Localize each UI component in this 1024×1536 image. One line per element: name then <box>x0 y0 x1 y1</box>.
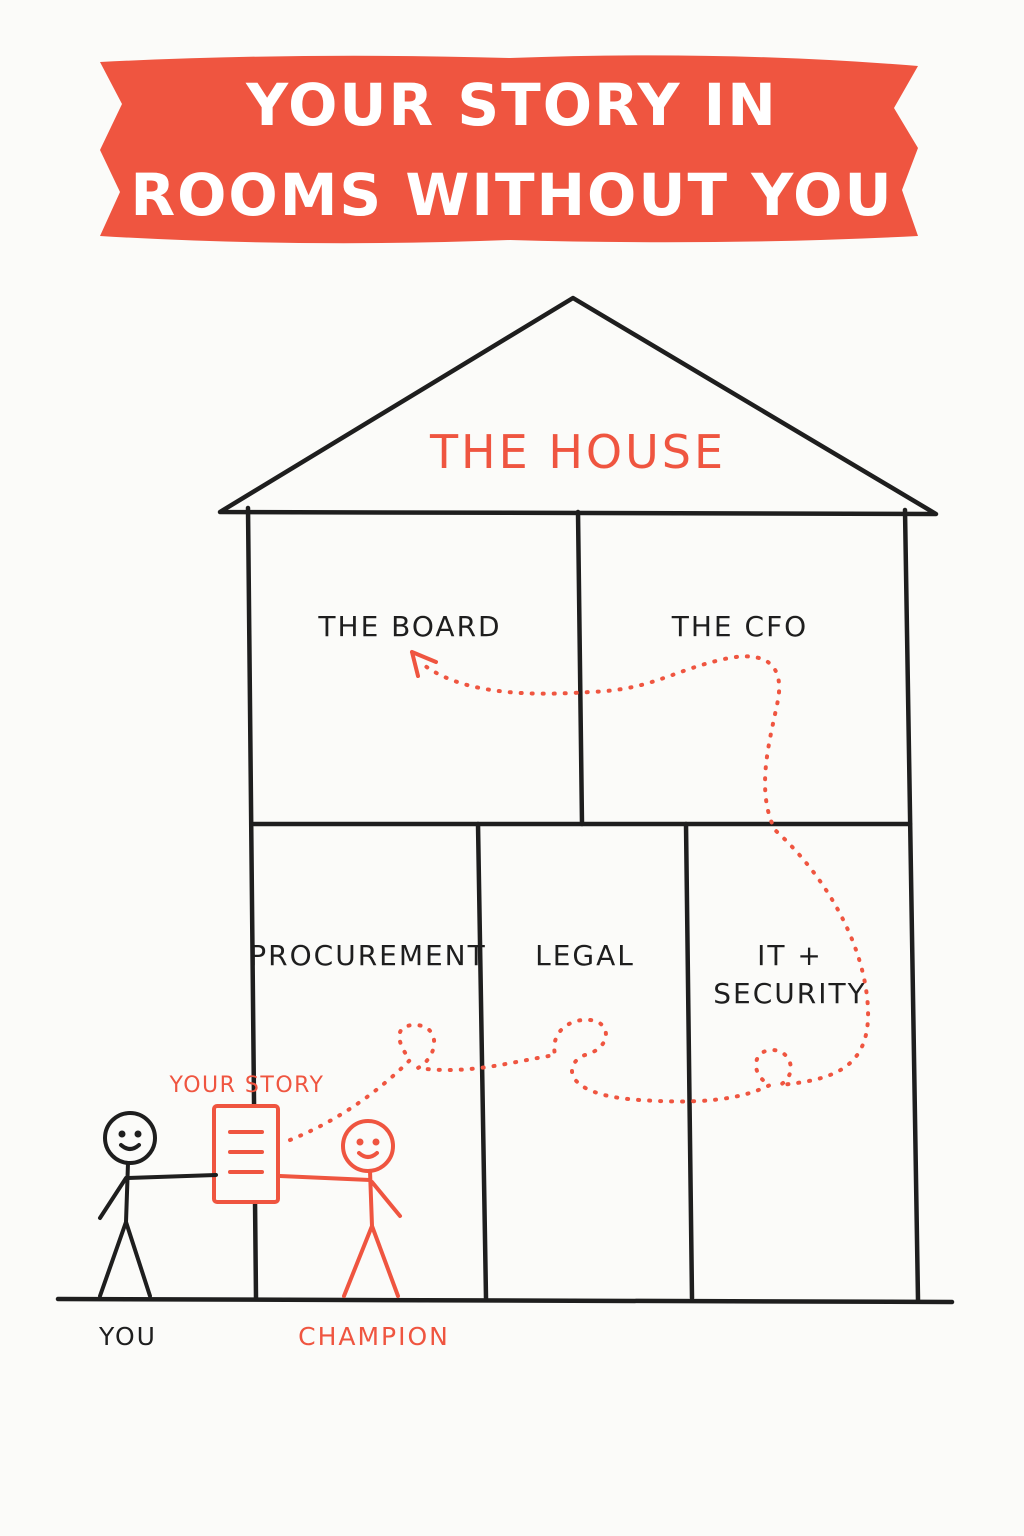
title-banner: YOUR STORY IN ROOMS WITHOUT YOU <box>100 55 918 244</box>
lower-room-divider-2 <box>683 821 695 1301</box>
champion-stick-figure <box>278 1119 402 1298</box>
roof <box>217 295 939 517</box>
room-label-cfo: THE CFO <box>671 610 808 643</box>
champion-head <box>341 1119 395 1173</box>
house-title: THE HOUSE <box>429 425 726 479</box>
you-label: YOU <box>98 1322 157 1351</box>
story-path <box>288 654 871 1142</box>
banner-shape <box>100 55 918 244</box>
room-label-legal: LEGAL <box>535 939 635 972</box>
house-right-wall <box>902 507 921 1303</box>
you-arm-left <box>98 1176 128 1220</box>
you-legs <box>98 1220 152 1298</box>
story-document <box>212 1104 280 1204</box>
champion-eye-left <box>356 1138 364 1146</box>
upper-room-divider <box>575 509 585 827</box>
champion-eye-right <box>372 1138 380 1146</box>
banner-title-line1: YOUR STORY IN <box>245 71 778 139</box>
room-label-it-line1: IT + <box>757 939 823 972</box>
champion-legs <box>342 1224 400 1298</box>
you-arm-right <box>126 1173 218 1180</box>
room-label-procurement: PROCUREMENT <box>249 939 486 972</box>
champion-arm-left <box>278 1174 372 1182</box>
house-structure <box>55 295 955 1305</box>
you-smile <box>119 1143 141 1151</box>
champion-arm-right <box>370 1180 402 1218</box>
you-eye-right <box>134 1130 142 1138</box>
story-arrowhead <box>410 650 438 678</box>
room-label-board: THE BOARD <box>317 610 501 643</box>
you-head <box>103 1111 157 1165</box>
champion-label: CHAMPION <box>298 1322 450 1351</box>
you-stick-figure <box>98 1111 218 1298</box>
ground-line <box>55 1296 955 1305</box>
you-body <box>124 1161 130 1224</box>
document-label: YOUR STORY <box>169 1073 325 1098</box>
lower-room-divider-1 <box>475 821 489 1301</box>
you-eye-left <box>118 1130 126 1138</box>
banner-title-line2: ROOMS WITHOUT YOU <box>130 161 893 229</box>
champion-smile <box>357 1151 379 1159</box>
room-label-it-line2: SECURITY <box>713 977 866 1010</box>
